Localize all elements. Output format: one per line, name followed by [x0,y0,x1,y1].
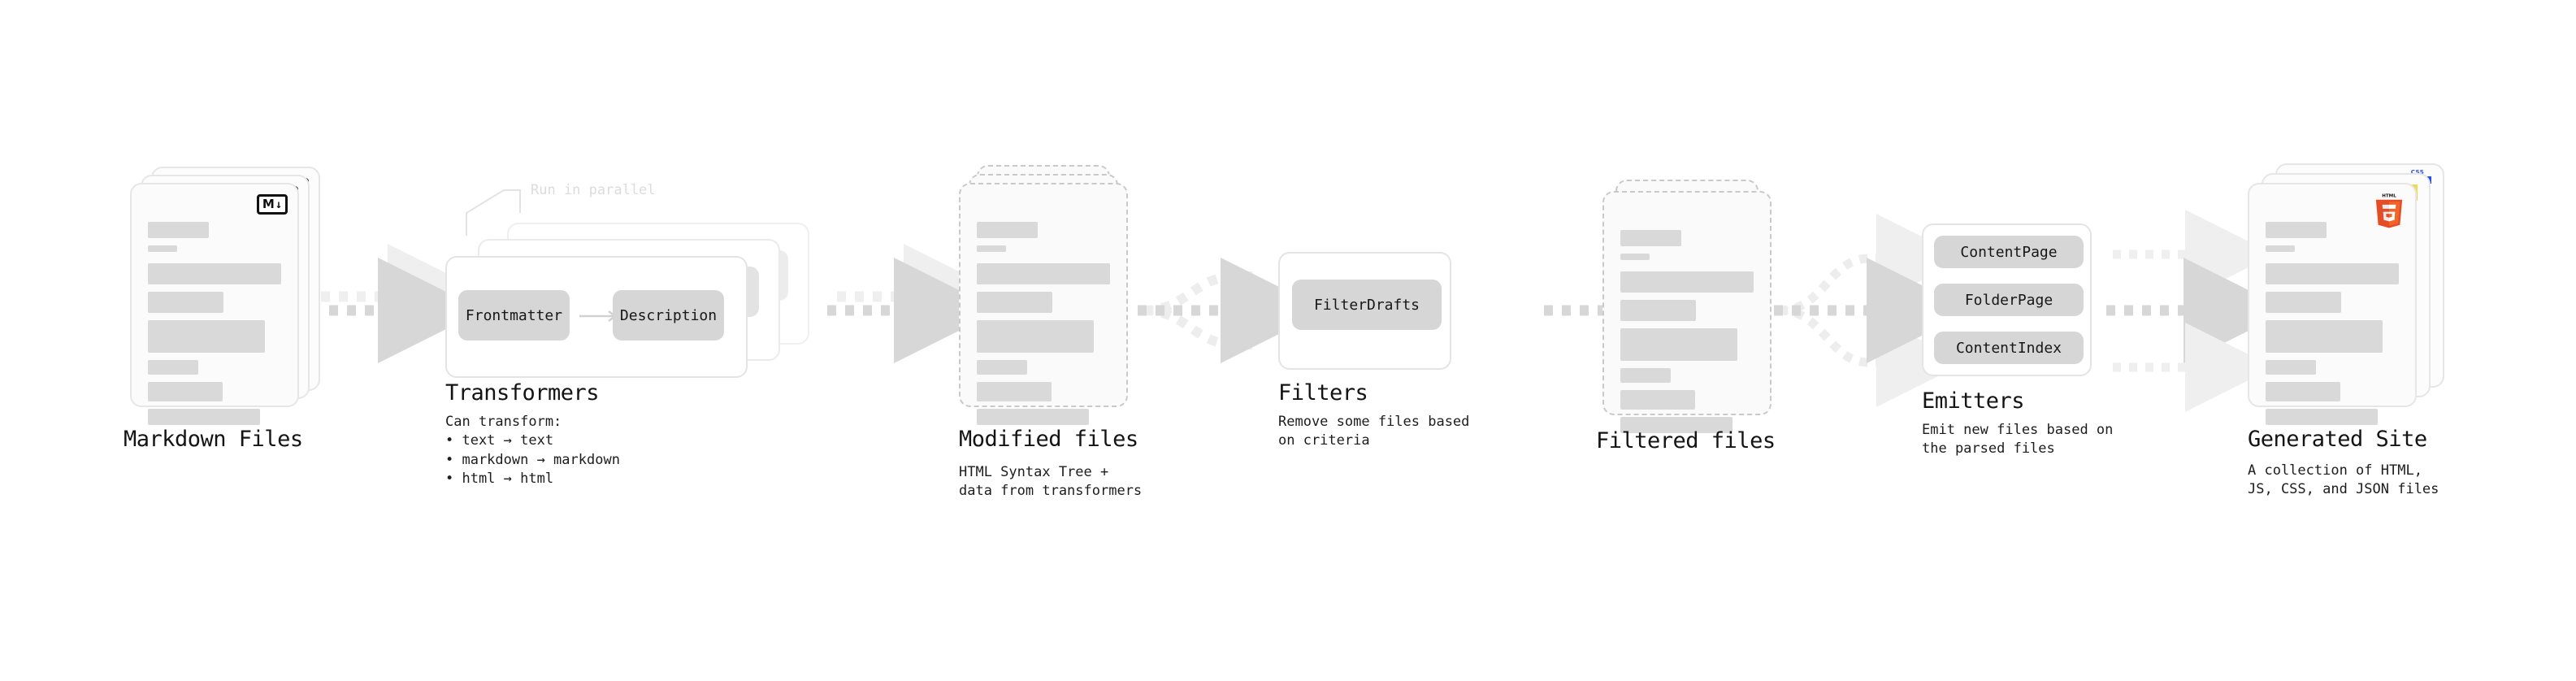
stage-title-modified-files: Modified files [959,427,1138,452]
stage-title-transformers: Transformers [445,380,600,406]
run-in-parallel-label: Run in parallel [531,182,656,198]
connector-md-to-transformers [311,244,493,363]
connector-transformers-to-modified [827,244,1009,363]
stage-subtitle-filters: Remove some files based on criteria [1278,414,1470,449]
site-card-front[interactable]: HTML [2248,183,2417,425]
skeleton-body [977,222,1110,432]
chip-contentpage[interactable]: ContentPage [1934,236,2084,268]
stage-title-filters: Filters [1278,380,1368,406]
chip-frontmatter[interactable]: Frontmatter [458,290,570,340]
chip-description[interactable]: Description [613,290,724,340]
svg-text:HTML: HTML [2382,194,2396,199]
connector-emitters-to-site [2106,210,2289,412]
chip-folderpage[interactable]: FolderPage [1934,284,2084,316]
emitters-box[interactable]: ContentPage FolderPage ContentIndex [1922,223,2092,376]
modified-card-front[interactable] [959,183,1128,425]
file-card-front[interactable]: M↓ [130,183,299,425]
stage-subtitle-modified-files: HTML Syntax Tree + data from transformer… [959,464,1143,500]
transformer-layer-front[interactable]: Frontmatter Description [445,256,748,378]
stage-subtitle-emitters: Emit new files based on the parsed files [1922,422,2114,458]
skeleton-body [148,222,281,432]
connector-filtered-to-emitters [1774,214,1972,407]
chip-contentindex[interactable]: ContentIndex [1934,332,2084,364]
css-badge-label: CSS [2410,169,2425,176]
skeleton-body [1620,230,1754,440]
filtered-card-front[interactable] [1602,191,1772,433]
filters-box[interactable]: FilterDrafts [1278,252,1451,370]
markdown-badge: M↓ [257,194,288,215]
html5-badge: HTML [2373,193,2405,230]
stage-subtitle-generated-site: A collection of HTML, JS, CSS, and JSON … [2248,462,2439,498]
stage-title-filtered-files: Filtered files [1596,428,1776,453]
chip-filterdrafts[interactable]: FilterDrafts [1292,280,1442,330]
connector-modified-to-filters [1138,258,1326,363]
stage-title-emitters: Emitters [1922,388,2025,414]
skeleton-body [2266,222,2399,432]
stage-subtitle-transformers: Can transform: • text → text • markdown … [445,414,620,488]
stage-title-generated-site: Generated Site [2248,427,2427,452]
stage-title-markdown-files: Markdown Files [124,427,303,452]
